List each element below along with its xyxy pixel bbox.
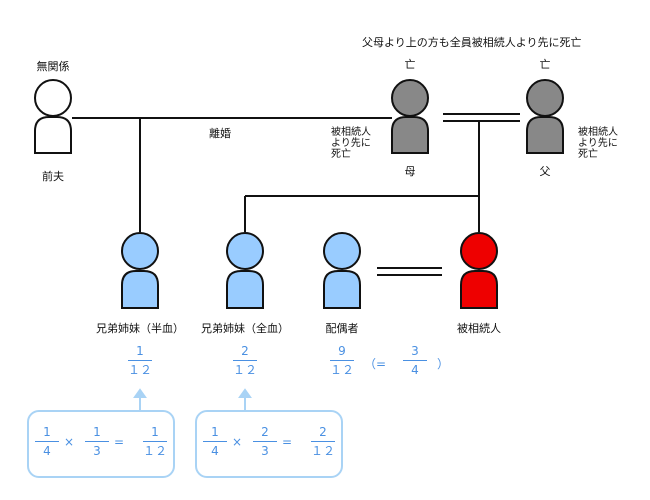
equals-sign: = (282, 435, 293, 449)
numerator: 2 (261, 425, 269, 439)
full-sibling-label: 兄弟姉妹（全血） (201, 322, 289, 335)
calc-fraction-b: 1 3 (85, 425, 109, 458)
person-full-sibling (226, 232, 264, 309)
equals-open: （= (364, 357, 387, 371)
ex-husband-label: 前夫 (42, 170, 64, 183)
times-sign: × (64, 435, 75, 449)
numerator: 9 (338, 344, 346, 358)
numerator: 1 (136, 344, 144, 358)
denominator: 3 (261, 444, 269, 458)
person-decedent (460, 232, 498, 309)
numerator: 3 (411, 344, 419, 358)
person-half-sibling (121, 232, 159, 309)
times-sign: × (232, 435, 243, 449)
note-line: より先に (578, 138, 618, 149)
calc-fraction-a: 1 4 (35, 425, 59, 458)
share-arrows (133, 388, 252, 410)
divorce-label: 離婚 (209, 127, 231, 140)
decedent-label: 被相続人 (457, 322, 501, 335)
denominator: 4 (211, 444, 219, 458)
calc-box-half-sibling: 1 4 × 1 3 = 1 １２ (27, 410, 175, 478)
fraction-bar (233, 360, 257, 361)
ex-husband-note: 無関係 (36, 60, 70, 73)
share-spouse-simplified: 3 4 (403, 344, 427, 377)
father-label: 父 (539, 165, 551, 178)
half-sibling-label: 兄弟姉妹（半血） (96, 322, 184, 335)
denominator: １２ (233, 363, 258, 377)
denominator: １２ (128, 363, 153, 377)
denominator: １２ (311, 444, 336, 458)
share-spouse: 9 １２ (330, 344, 354, 377)
denominator: １２ (143, 444, 168, 458)
fraction-bar (85, 441, 109, 442)
fraction-bar (330, 360, 354, 361)
person-ex-husband (34, 79, 72, 154)
numerator: 1 (151, 425, 159, 439)
note-line: 被相続人 (578, 127, 618, 138)
fraction-bar (128, 360, 152, 361)
note-line: より先に (331, 138, 371, 149)
relationship-lines (72, 113, 520, 276)
share-full-sibling: 2 １２ (233, 344, 257, 377)
calc-fraction-result: 2 １２ (311, 425, 335, 458)
fraction-bar (143, 441, 167, 442)
note-line: 死亡 (578, 149, 598, 160)
spouse-label: 配偶者 (325, 322, 359, 335)
share-half-sibling: 1 １２ (128, 344, 152, 377)
equals-sign: = (114, 435, 125, 449)
equals-close: ） (437, 357, 450, 371)
person-spouse (323, 232, 361, 309)
calc-box-full-sibling: 1 4 × 2 3 = 2 １２ (195, 410, 343, 478)
numerator: 2 (319, 425, 327, 439)
person-mother (391, 79, 429, 154)
death-mark-mother: 亡 (404, 58, 416, 71)
calc-fraction-a: 1 4 (203, 425, 227, 458)
note-line: 死亡 (331, 149, 351, 160)
numerator: 1 (93, 425, 101, 439)
mother-label: 母 (404, 165, 416, 178)
fraction-bar (253, 441, 277, 442)
denominator: 4 (411, 363, 419, 377)
calc-fraction-result: 1 １２ (143, 425, 167, 458)
mother-predeceased-note: 被相続人 より先に 死亡 (331, 127, 371, 160)
death-mark-father: 亡 (539, 58, 551, 71)
fraction-bar (311, 441, 335, 442)
numerator: 1 (43, 425, 51, 439)
father-predeceased-note: 被相続人 より先に 死亡 (578, 127, 618, 160)
fraction-bar (35, 441, 59, 442)
fraction-bar (203, 441, 227, 442)
denominator: 4 (43, 444, 51, 458)
calc-fraction-b: 2 3 (253, 425, 277, 458)
header-note: 父母より上の方も全員被相続人より先に死亡 (362, 36, 582, 49)
denominator: 3 (93, 444, 101, 458)
note-line: 被相続人 (331, 127, 371, 138)
arrow-head-full (238, 388, 252, 398)
numerator: 1 (211, 425, 219, 439)
person-father (526, 79, 564, 154)
numerator: 2 (241, 344, 249, 358)
denominator: １２ (330, 363, 355, 377)
arrow-head-half (133, 388, 147, 398)
fraction-bar (403, 360, 427, 361)
